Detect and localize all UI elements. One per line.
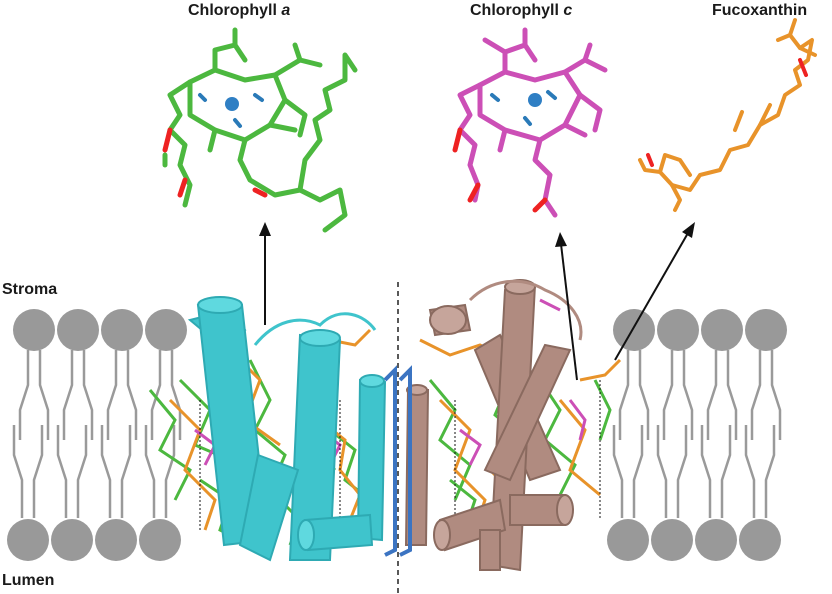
arrow-chlorophyll-a (259, 222, 271, 325)
chlorophyll-a-molecule-icon (165, 30, 355, 230)
magnesium-atom-a (225, 97, 239, 111)
chlorophyll-c-molecule-icon (460, 30, 605, 215)
magnesium-atom-c (528, 93, 542, 107)
protein-monomer-left (150, 297, 395, 560)
protein-monomer-right (400, 280, 620, 570)
fucoxanthin-molecule-icon (640, 20, 815, 210)
lipid-bilayer-left (7, 309, 187, 561)
lipid-bilayer-right (607, 309, 787, 561)
